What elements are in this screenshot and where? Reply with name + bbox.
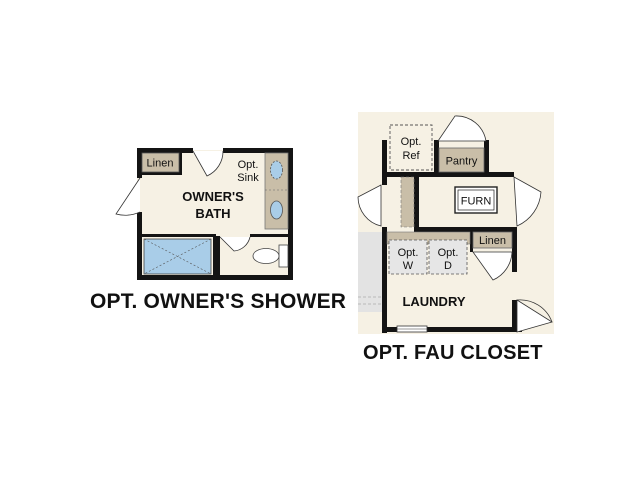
opt-washer-label-line2: W [403,260,414,272]
laundry-door-swing [516,299,553,333]
fau-closet-caption: OPT. FAU CLOSET [363,342,543,364]
laundry-linen-label: Linen [479,235,506,247]
pantry-label: Pantry [446,156,478,168]
laundry-room-label: LAUNDRY [402,294,465,309]
opt-sink-label-line2: Sink [237,172,259,184]
room-label-bath: BATH [195,206,230,221]
door-swings [115,150,251,252]
opt-ref-label-line2: Ref [402,150,420,162]
opt-ref-label-line1: Opt. [401,136,422,148]
opt-ref-outline [389,124,433,171]
fau-closet-plan: Opt. Ref Pantry FURN Opt. W Opt. D Linen [357,112,554,334]
opt-dryer-label-line1: Opt. [438,247,459,259]
room-label-owners: OWNER'S [182,189,244,204]
opt-dryer-outline [428,239,468,275]
linen-closet [141,152,180,173]
owners-shower-caption: OPT. OWNER'S SHOWER [90,290,347,313]
opt-washer-outline [388,239,428,275]
linen-door-swing [472,251,513,281]
furn-label: FURN [461,196,492,208]
pantry-shelf [438,147,485,173]
owners-shower-plan: Linen Opt. Sink OWNER'S BATH [115,148,293,280]
left-door-swing [357,184,382,227]
hallway-strip [358,232,382,312]
toilet [252,244,289,268]
furnace-unit [454,186,498,214]
linen-closet-laundry [472,231,513,249]
linen-label: Linen [147,158,174,170]
opt-sink-basin [270,160,283,180]
sink-basin [270,200,283,220]
furnace-door-swing [513,176,542,227]
opt-sink-label-line1: Opt. [238,159,259,171]
pantry-door-swing [437,115,487,142]
opt-washer-label-line1: Opt. [398,247,419,259]
opt-dryer-label-line2: D [444,260,452,272]
